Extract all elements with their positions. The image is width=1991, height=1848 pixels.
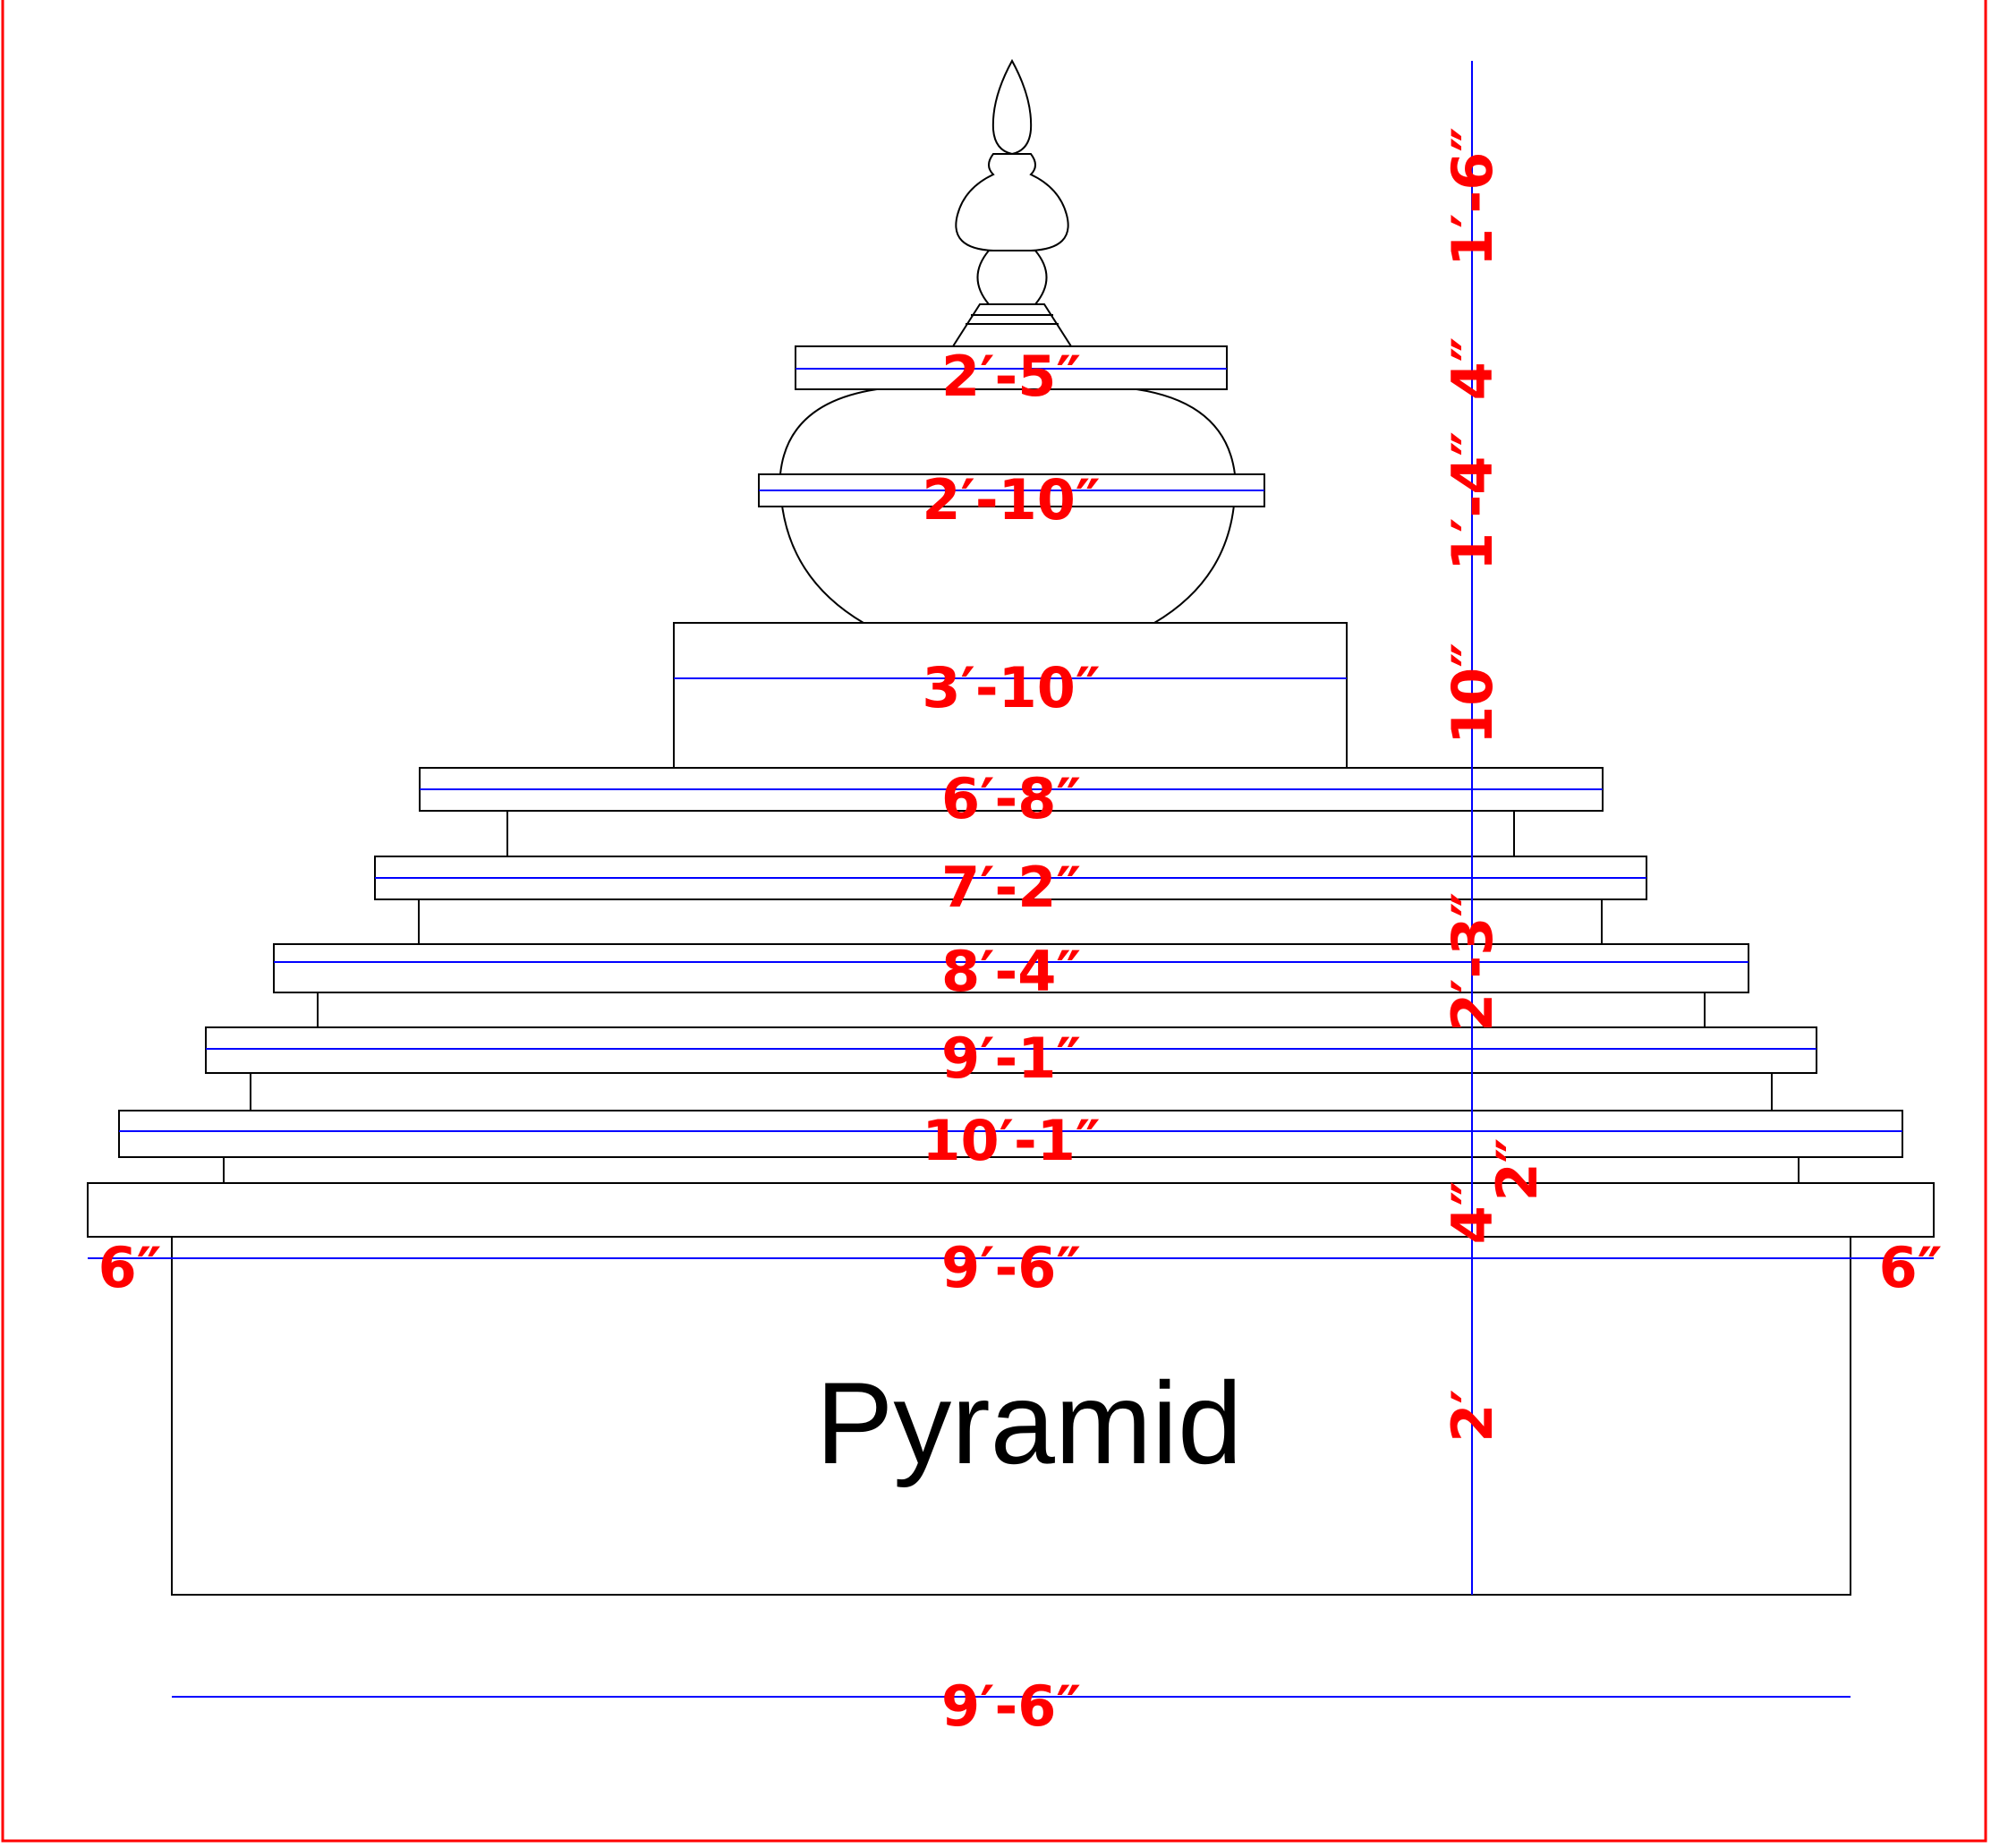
finial-height-label: 1′-6″ [1440, 127, 1505, 267]
tier2-riser [418, 898, 1603, 945]
drum-height-label: 10″ [1440, 643, 1505, 745]
tier4-width-label: 9′-1″ [941, 1026, 1081, 1091]
drawing-title: Pyramid [816, 1358, 1243, 1488]
tier5-width-label: 10′-1″ [922, 1108, 1100, 1173]
drum-block [673, 622, 1348, 769]
tier3-riser [317, 992, 1706, 1028]
cap-width-label: 2′-5″ [941, 344, 1081, 409]
base-block [171, 1236, 1851, 1596]
tier4-slab [205, 1026, 1817, 1074]
tier3-slab [273, 943, 1749, 993]
right-overhang-label: 6″ [1879, 1235, 1943, 1300]
tier-gap-height-label: 2″ [1485, 1138, 1550, 1202]
cap-height-label: 4″ [1440, 337, 1505, 401]
tier3-width-label: 8′-4″ [941, 939, 1081, 1004]
tier2-width-label: 7′-2″ [941, 855, 1081, 920]
plinth-slab [87, 1182, 1935, 1238]
tiers-height-label: 2′-3″ [1440, 892, 1505, 1032]
tier1-width-label: 6′-8″ [941, 766, 1081, 831]
tier1-riser [506, 810, 1515, 857]
dome-height-label: 1′-4″ [1440, 431, 1505, 571]
finial [951, 58, 1073, 347]
base-bottom-width-label: 9′-6″ [941, 1673, 1081, 1739]
left-overhang-label: 6″ [98, 1235, 162, 1300]
base-height-label: 2′ [1440, 1389, 1505, 1443]
dome-width-label: 2′-10″ [922, 467, 1100, 532]
tier5-riser [223, 1156, 1800, 1184]
base-top-width-label: 9′-6″ [941, 1235, 1081, 1300]
plinth-height-label: 4″ [1440, 1181, 1505, 1245]
tier4-riser [250, 1072, 1773, 1111]
drum-width-label: 3′-10″ [922, 655, 1100, 720]
